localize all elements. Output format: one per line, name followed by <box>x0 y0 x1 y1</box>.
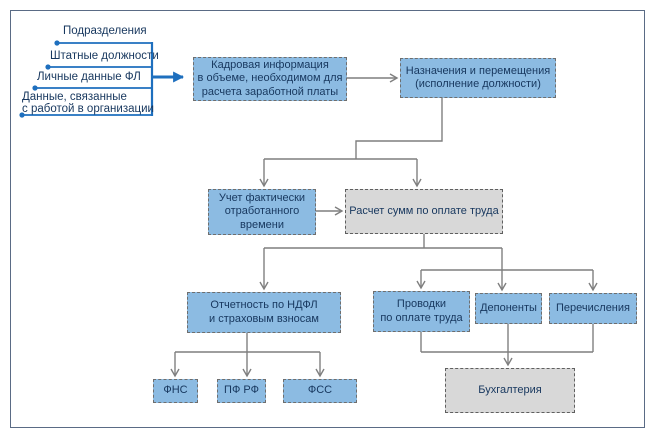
node-perechisleniya: Перечисления <box>549 293 637 324</box>
node-otchetnost-ndfl: Отчетность по НДФЛ и страховым взносам <box>187 292 341 333</box>
node-pf-rf: ПФ РФ <box>217 379 266 403</box>
node-fss: ФСС <box>283 379 357 403</box>
node-buhgalteriya: Бухгалтерия <box>445 368 575 413</box>
node-raschet-summ: Расчет сумм по оплате труда <box>345 189 503 234</box>
source-bracket <box>19 40 185 118</box>
node-fns: ФНС <box>153 379 198 403</box>
node-deponenty: Депоненты <box>475 293 542 324</box>
node-uchet-vremeni: Учет фактически отработанного времени <box>208 189 316 235</box>
source-label-podrazdeleniya: Подразделения <box>63 25 147 37</box>
source-label-shtatnye: Штатные должности <box>50 50 159 62</box>
bracket-dots <box>19 40 60 118</box>
source-label-lichnye-dannye: Личные данные ФЛ <box>37 71 141 83</box>
flow-connectors <box>170 73 598 378</box>
node-kadrovaya-informatsiya: Кадровая информация в объеме, необходимо… <box>193 57 347 101</box>
source-label-dannye-o-rabote: Данные, связанные с работой в организаци… <box>22 91 154 115</box>
node-provodki: Проводки по оплате труда <box>373 291 470 332</box>
node-naznacheniya-peremeshcheniya: Назначения и перемещения (исполнение дол… <box>400 58 556 98</box>
